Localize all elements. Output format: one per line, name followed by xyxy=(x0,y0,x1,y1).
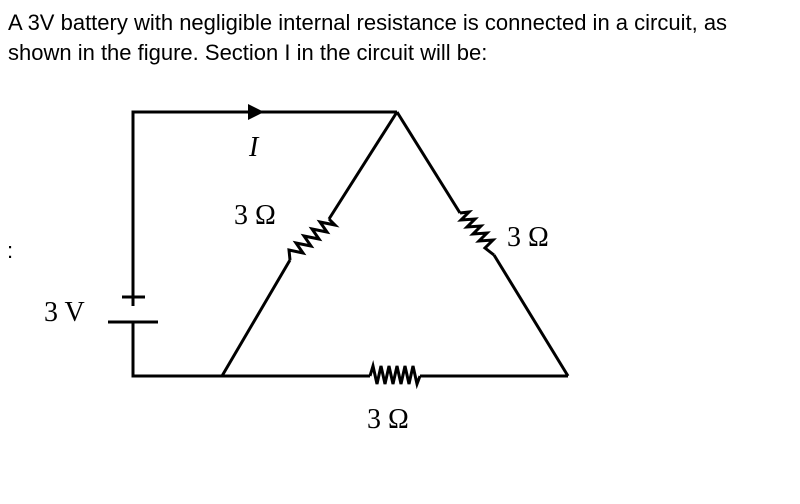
right-branch-wire xyxy=(395,111,462,214)
resistor-right-label: 3 Ω xyxy=(507,222,549,253)
current-label: I xyxy=(248,132,260,163)
resistor-left-label: 3 Ω xyxy=(234,200,276,231)
right-resistor xyxy=(457,210,497,257)
left-branch-wire xyxy=(327,111,399,220)
left-resistor xyxy=(287,217,340,261)
question-text: A 3V battery with negligible internal re… xyxy=(8,10,728,65)
battery-label: 3 V xyxy=(44,297,85,328)
bottom-resistor xyxy=(368,360,422,390)
bottom-left-wire xyxy=(131,322,222,378)
answer-colon: : xyxy=(7,238,14,263)
right-branch-wire-lower xyxy=(492,254,570,377)
current-arrow-icon xyxy=(248,104,264,120)
resistor-bottom-label: 3 Ω xyxy=(367,404,409,435)
left-branch-wire-lower xyxy=(220,259,292,377)
top-wire xyxy=(131,110,397,306)
